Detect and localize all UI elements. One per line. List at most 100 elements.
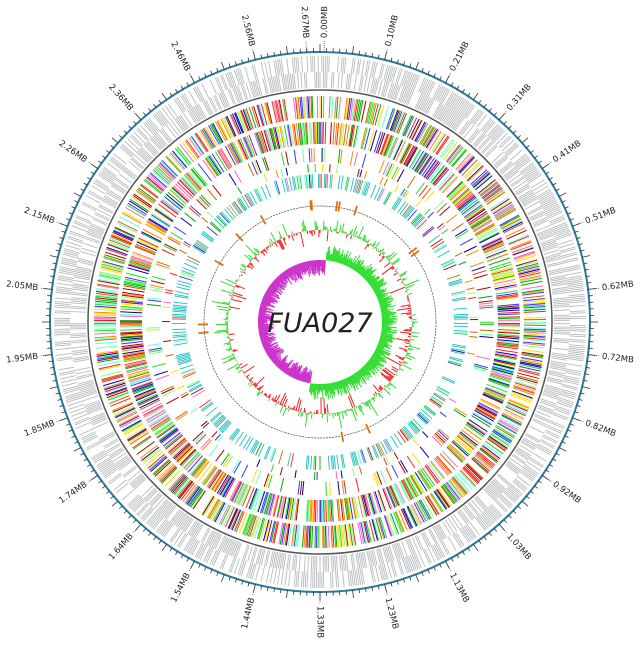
cog-feature: [501, 413, 522, 425]
cds-feature: [340, 554, 344, 572]
gc-bar: [272, 398, 275, 402]
gc-bar: [246, 376, 249, 379]
skew-bar: [325, 252, 328, 261]
ncrna-feature: [416, 414, 428, 425]
gc-bar: [384, 356, 402, 366]
axis-tick: [90, 469, 95, 473]
cds-feature: [435, 104, 444, 119]
skew-bar: [265, 345, 279, 353]
cog-feature: [418, 469, 432, 489]
skew-bar: [261, 300, 271, 306]
axis-tick: [555, 452, 560, 456]
cog-feature: [484, 388, 506, 398]
gc-bar: [271, 243, 274, 246]
ncrna-feature: [384, 192, 392, 205]
cog-feature: [170, 188, 188, 205]
cds-feature: [517, 159, 532, 170]
gc-bar: [398, 272, 400, 275]
ncrna-feature: [180, 271, 195, 278]
cog-feature: [178, 179, 196, 196]
skew-bar: [344, 252, 352, 266]
cog-feature: [470, 261, 484, 268]
cog-feature: [468, 212, 488, 226]
gc-bar: [396, 307, 412, 311]
cds-feature: [491, 151, 504, 164]
cog-feature: [103, 255, 125, 264]
cog-feature: [216, 435, 223, 443]
cog-feature: [493, 428, 513, 442]
skew-bar: [381, 310, 391, 314]
cog-feature: [265, 473, 271, 488]
cds-feature: [549, 367, 566, 372]
cds-feature: [181, 516, 191, 531]
cds-feature: [264, 61, 269, 78]
cds-feature: [250, 546, 256, 563]
skew-bar: [270, 349, 284, 361]
cog-feature: [480, 398, 501, 409]
skew-bar: [260, 303, 267, 307]
cds-feature: [475, 134, 487, 148]
cds-feature: [95, 212, 110, 220]
axis-tick: [415, 574, 419, 583]
skew-bar: [366, 274, 377, 283]
cog-feature: [489, 375, 511, 384]
ncrna-feature: [400, 428, 410, 441]
cds-feature: [391, 67, 398, 83]
axis-tick: [456, 85, 460, 90]
skew-bar: [263, 344, 271, 349]
cog-feature: [188, 207, 200, 218]
cds-feature: [87, 407, 103, 415]
cds-feature: [449, 94, 459, 109]
cog-feature: [332, 525, 335, 548]
position-label: 0.21MB: [448, 40, 472, 73]
cds-feature: [525, 169, 539, 180]
cog-feature: [472, 413, 492, 426]
skew-bar: [264, 345, 273, 351]
cds-feature: [70, 311, 87, 313]
ncrna-feature: [200, 233, 213, 243]
cog-feature: [262, 519, 270, 541]
gc-bar: [253, 257, 256, 260]
cog-feature: [477, 404, 498, 416]
axis-tick: [73, 192, 82, 197]
cds-feature: [489, 505, 502, 518]
cog-feature: [201, 129, 214, 149]
skew-bar: [366, 275, 374, 282]
cog-feature: [208, 499, 221, 520]
cog-feature: [146, 221, 167, 234]
ncrna-feature: [452, 296, 467, 301]
gc-bar: [232, 348, 236, 351]
ncrna-feature: [377, 442, 385, 456]
cog-feature: [287, 124, 293, 147]
cog-feature: [174, 148, 190, 166]
ncrna-feature: [260, 185, 268, 200]
cds-feature: [228, 556, 235, 573]
cog-feature: [248, 488, 258, 510]
cog-feature: [348, 124, 353, 147]
ncrna-feature: [358, 180, 364, 194]
cog-feature: [503, 410, 524, 421]
cds-feature: [388, 83, 395, 99]
cds-feature: [194, 105, 204, 120]
gc-bar: [260, 390, 264, 394]
cds-feature: [293, 570, 297, 587]
cog-feature: [471, 458, 489, 474]
cog-feature: [112, 230, 134, 241]
axis-tick: [508, 514, 512, 519]
axis-tick: [52, 262, 57, 265]
skew-bar: [340, 380, 346, 394]
cog-feature: [294, 97, 299, 120]
skew-bar: [258, 329, 270, 333]
position-label: 1.44MB: [240, 597, 257, 631]
skew-bar: [261, 336, 275, 343]
cog-feature: [291, 123, 296, 146]
cog-feature: [453, 409, 466, 418]
cog-feature: [98, 361, 120, 367]
cds-feature: [165, 124, 177, 138]
cds-feature: [390, 66, 396, 83]
gc-bar: [255, 256, 257, 259]
cog-feature: [216, 503, 227, 524]
cds-feature: [545, 429, 561, 438]
gc-bar: [366, 239, 370, 244]
cog-feature: [242, 137, 252, 158]
